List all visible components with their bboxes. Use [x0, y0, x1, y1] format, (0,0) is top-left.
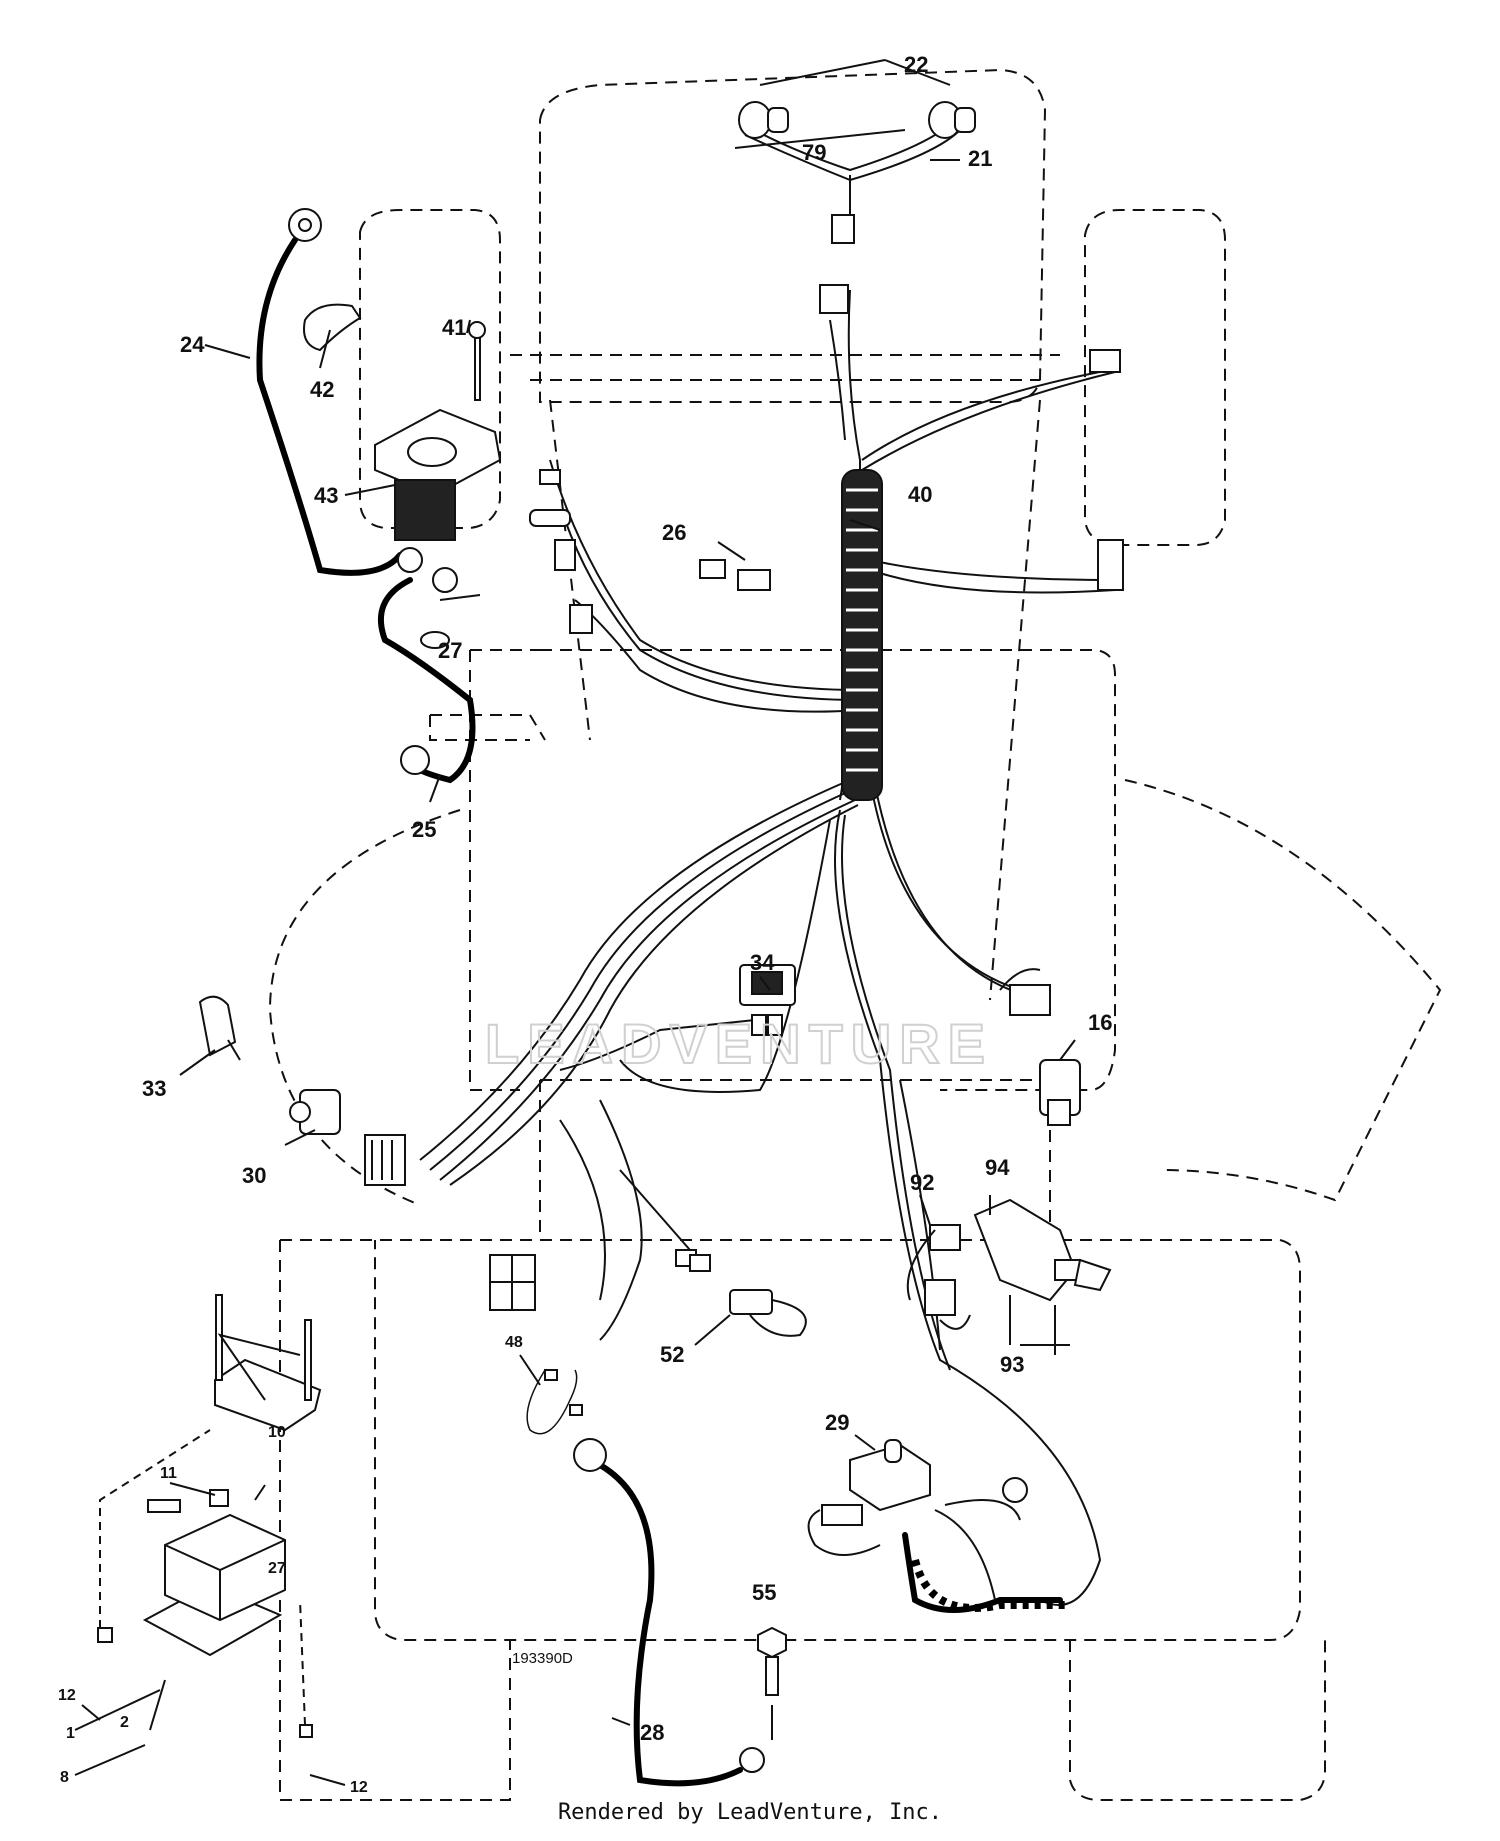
callout-2: 2	[120, 1714, 129, 1731]
tractor-outline	[268, 68, 1442, 1801]
callout-55: 55	[752, 1580, 776, 1605]
callout-21: 21	[968, 146, 992, 171]
ignition-switch-30	[289, 1089, 406, 1186]
callout-27-bottom: 27	[268, 1560, 286, 1577]
callout-42: 42	[310, 377, 334, 402]
connector-16	[1039, 1059, 1081, 1126]
callout-41: 41	[442, 315, 466, 340]
watermark: LEADVENTURE	[485, 1012, 993, 1075]
callout-27-top: 27	[438, 638, 462, 663]
wire-harness	[419, 289, 1116, 1606]
part-52	[729, 1289, 807, 1337]
seat-harness	[999, 968, 1051, 1016]
module-29	[807, 1439, 1070, 1613]
footer-credit: Rendered by LeadVenture, Inc.	[557, 1800, 943, 1825]
callout-22: 22	[904, 52, 928, 77]
callout-1: 1	[66, 1725, 75, 1742]
callout-30: 30	[242, 1163, 266, 1188]
switch-34	[739, 964, 796, 1036]
callout-12-left: 12	[58, 1687, 76, 1704]
callout-94: 94	[985, 1155, 1010, 1180]
callout-24: 24	[180, 332, 205, 357]
callout-79: 79	[802, 140, 826, 165]
seat-switch-94	[906, 1198, 1112, 1355]
callout-29: 29	[825, 1410, 849, 1435]
callout-48: 48	[505, 1334, 523, 1351]
callout-10: 10	[268, 1424, 286, 1441]
callout-34: 34	[750, 950, 775, 975]
connector-block	[489, 1249, 711, 1311]
callout-92: 92	[910, 1170, 934, 1195]
callout-93: 93	[1000, 1352, 1024, 1377]
callout-26: 26	[662, 520, 686, 545]
key-33	[198, 995, 241, 1061]
bolt-55	[757, 1626, 787, 1696]
callout-33: 33	[142, 1076, 166, 1101]
leader-lines	[74, 59, 1076, 1786]
callout-11: 11	[160, 1465, 177, 1482]
drawing-number: 193390D	[512, 1650, 573, 1667]
callout-25: 25	[412, 817, 436, 842]
callout-12-right: 12	[350, 1779, 368, 1796]
callout-40: 40	[908, 482, 932, 507]
callout-52: 52	[660, 1342, 684, 1367]
battery-cable-25	[378, 577, 476, 784]
battery-hold-down	[97, 1294, 322, 1738]
callout-8: 8	[60, 1769, 69, 1786]
callout-16: 16	[1088, 1010, 1112, 1035]
callout-43: 43	[314, 483, 338, 508]
callouts: 22 79 21 24 42 41 43 40 26 27 25 34 16 3…	[58, 52, 1112, 1796]
callout-28: 28	[640, 1720, 664, 1745]
battery-cable-24	[256, 208, 403, 576]
frame-connectors	[529, 284, 1124, 634]
solenoid-43	[374, 321, 502, 593]
headlight-assembly	[738, 101, 976, 244]
conduit-coil	[841, 469, 883, 801]
wire-48	[526, 1369, 583, 1435]
ground-cable-28	[573, 1438, 765, 1787]
